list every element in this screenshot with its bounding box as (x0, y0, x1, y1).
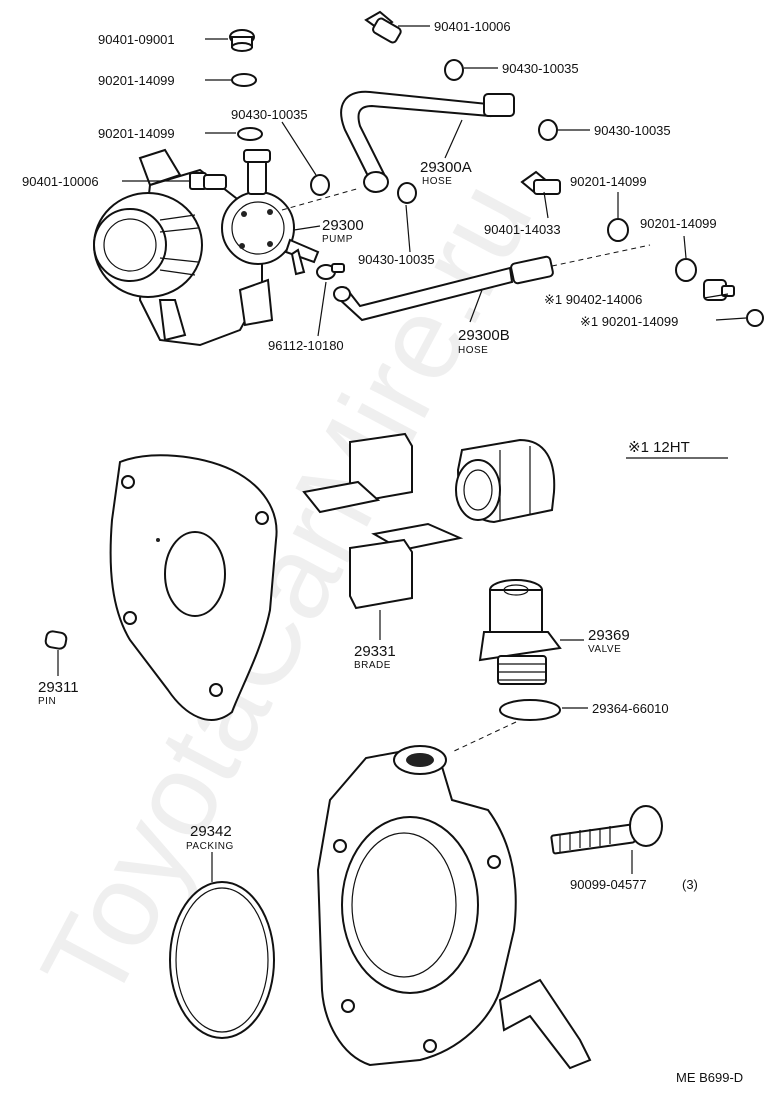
label-90401-14033: 90401-14033 (484, 222, 561, 237)
label-90201-14099-c: 90201-14099 (570, 174, 647, 189)
union-bolt-90401-10006-left (189, 172, 227, 190)
label-29364-66010: 29364-66010 (592, 701, 669, 716)
label-90201-14099-d: 90201-14099 (640, 216, 717, 231)
label-90430-10035-b: 90430-10035 (231, 107, 308, 122)
pump-housing (316, 745, 592, 1070)
label-quantity: (3) (682, 877, 698, 892)
label-90430-10035-a: 90430-10035 (502, 61, 579, 76)
label-29300B: 29300B (458, 327, 510, 344)
label-29300A: 29300A (420, 159, 472, 176)
label-90401-09001: 90401-09001 (98, 32, 175, 47)
leader-lines-lower (57, 610, 633, 882)
label-29311: 29311 (38, 679, 79, 696)
washer-90201-14099-d (675, 258, 697, 282)
label-90401-10006-left: 90401-10006 (22, 174, 99, 189)
label-90201-14099-e: ※1 90201-14099 (580, 314, 678, 329)
cap-bolt-90401-09001 (229, 29, 255, 52)
label-90430-10035-d: 90430-10035 (358, 252, 435, 267)
packing-29342 (169, 881, 275, 1039)
label-29369: 29369 (588, 627, 630, 644)
washer-90201-14099-a (231, 73, 257, 87)
model-note: ※1 12HT (628, 439, 690, 456)
blades-29331 (302, 432, 464, 610)
bolt-90099-04577 (550, 805, 663, 855)
label-hose-b: HOSE (458, 345, 488, 356)
label-29300: 29300 (322, 217, 364, 234)
washer-90201-14099-c (607, 218, 629, 242)
label-90099-04577: 90099-04577 (570, 877, 647, 892)
rotor (455, 438, 556, 524)
clip-96112-10180 (316, 263, 345, 280)
washer-90201-14099-e (746, 309, 764, 327)
label-29342: 29342 (190, 823, 232, 840)
label-90201-14099-b: 90201-14099 (98, 126, 175, 141)
gasket-90430-10035-a (444, 59, 464, 81)
label-brade: BRADE (354, 660, 391, 671)
gasket-29364-66010 (499, 699, 561, 721)
gasket-90430-10035-b (538, 119, 558, 141)
union-bolt-90401-10006-top (364, 10, 402, 44)
valve-29369 (478, 579, 562, 685)
pin-29311 (44, 630, 68, 650)
label-90201-14099-a: 90201-14099 (98, 73, 175, 88)
hose-29300A (340, 90, 515, 193)
washer-90201-14099-b (237, 127, 263, 141)
label-90401-10006-top: 90401-10006 (434, 19, 511, 34)
label-valve: VALVE (588, 644, 621, 655)
alternator (93, 148, 274, 347)
label-29331: 29331 (354, 643, 396, 660)
union-bolt-90401-14033 (520, 170, 561, 195)
gasket-90430-10035-c (310, 174, 330, 196)
cover-plate (109, 454, 278, 721)
label-packing: PACKING (186, 841, 234, 852)
gasket-90430-10035-d (397, 182, 417, 204)
label-pump: PUMP (322, 234, 353, 245)
vacuum-pump (221, 149, 320, 276)
label-90430-10035-c: 90430-10035 (594, 123, 671, 138)
leader-lines-upper (122, 25, 747, 337)
label-96112-10180: 96112-10180 (268, 338, 344, 353)
label-90402-14006: ※1 90402-14006 (544, 292, 642, 307)
hose-29300B (333, 255, 554, 322)
label-pin: PIN (38, 696, 56, 707)
diagram-code: ME B699-D (676, 1070, 743, 1085)
label-hose-a: HOSE (422, 176, 452, 187)
